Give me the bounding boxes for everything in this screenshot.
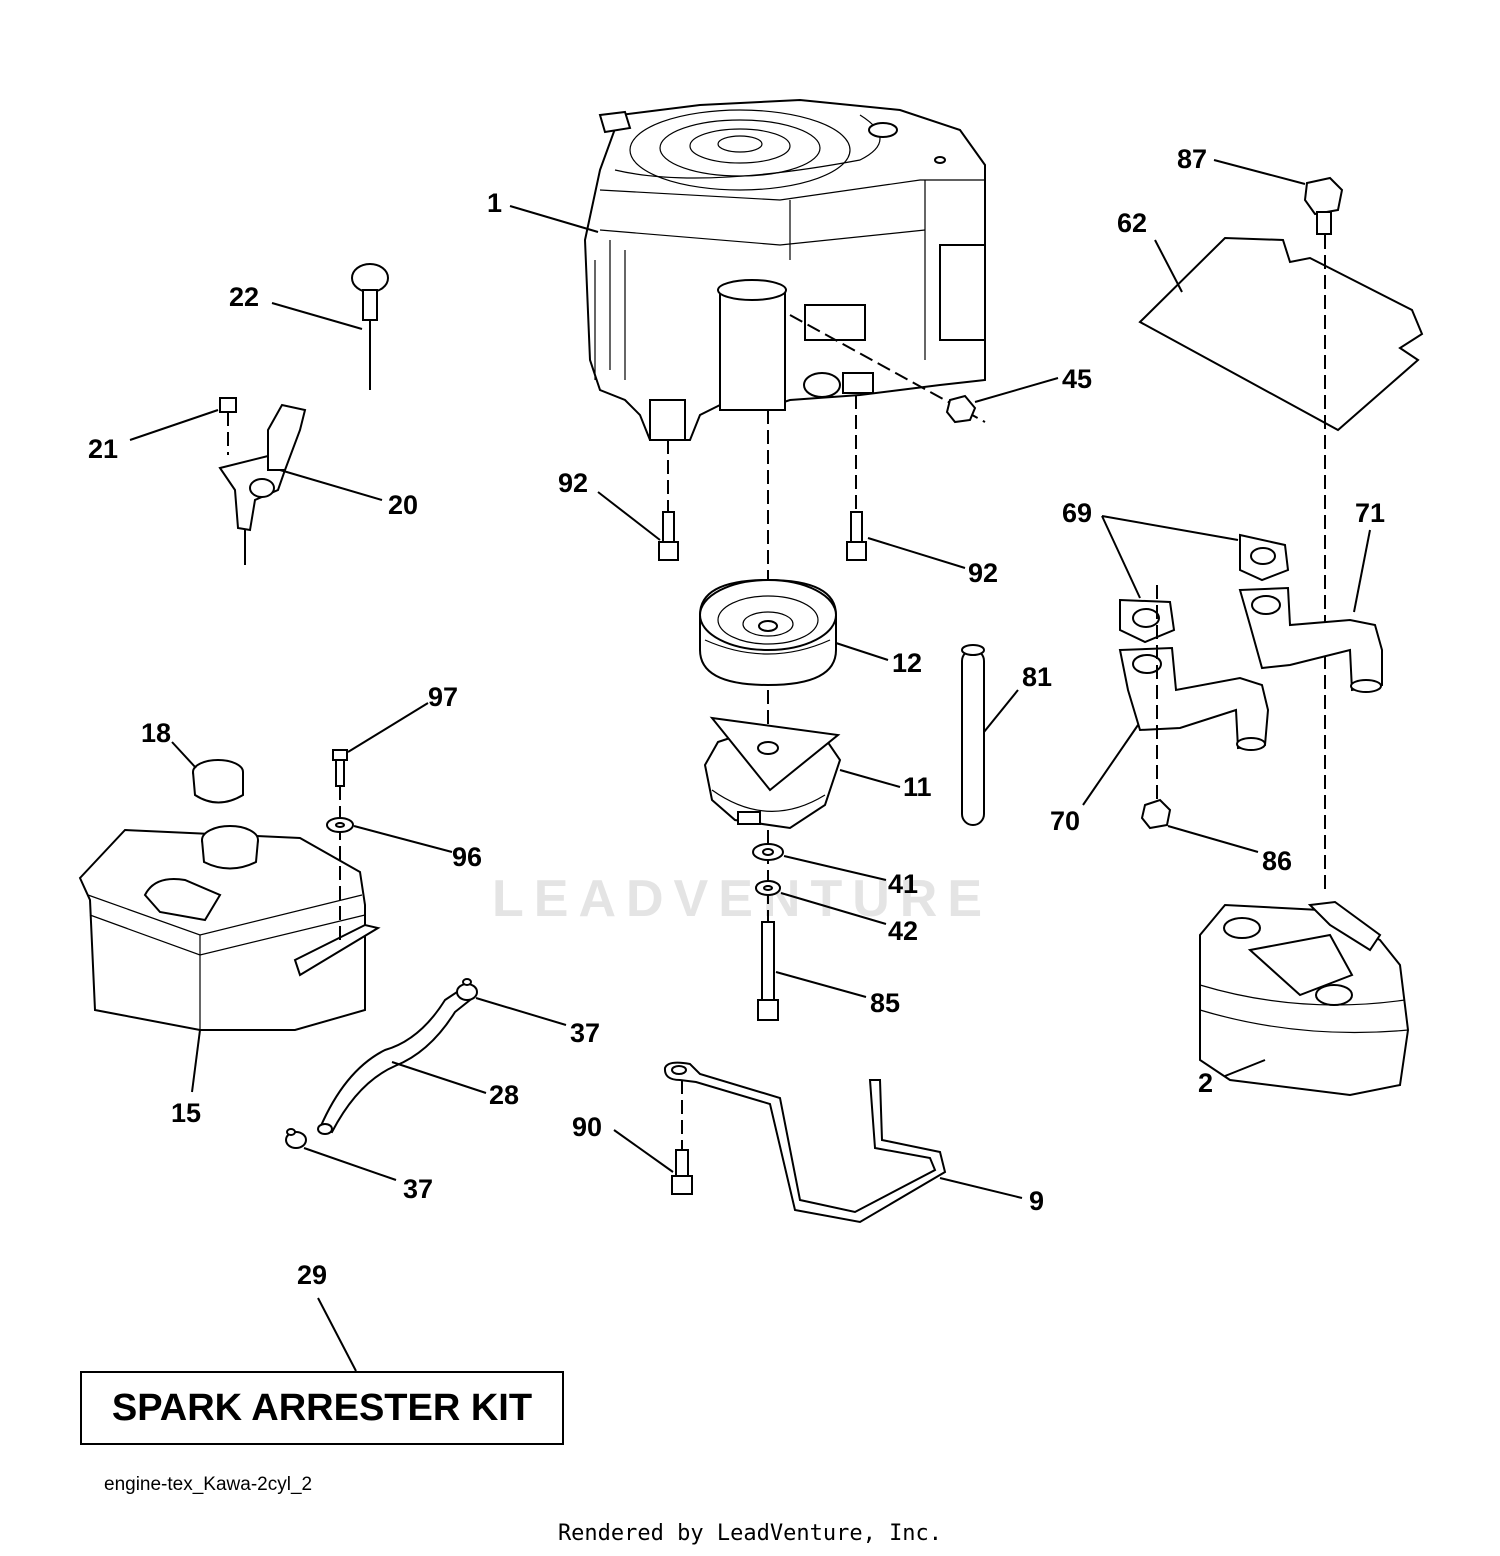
- callout-71: 71: [1355, 498, 1385, 528]
- callout-22: 22: [229, 282, 259, 312]
- rendered-by-footer: Rendered by LeadVenture, Inc.: [557, 1521, 943, 1546]
- muffler-drawing: [1199, 900, 1410, 1097]
- callout-2: 2: [1198, 1068, 1213, 1098]
- pulley-drawing: [699, 578, 837, 687]
- tube-drawing: [961, 644, 985, 826]
- callout-18: 18: [141, 718, 171, 748]
- clamp-bottom-drawing: [285, 1128, 307, 1149]
- callout-85: 85: [870, 988, 900, 1018]
- callout-15: 15: [171, 1098, 201, 1128]
- callout-90: 90: [572, 1112, 602, 1142]
- callout-70: 70: [1050, 806, 1080, 836]
- callout-21: 21: [88, 434, 118, 464]
- gasket-lower-drawing: [1119, 598, 1176, 644]
- callout-11: 11: [903, 772, 932, 802]
- spark-arrester-kit-box: SPARK ARRESTER KIT: [80, 1371, 564, 1445]
- locknut-86-drawing: [1140, 798, 1172, 830]
- clamp-top-drawing: [456, 978, 478, 1001]
- callout-28: 28: [489, 1080, 519, 1110]
- exhaust-pipe-left-drawing: [1118, 646, 1270, 751]
- bolt-90-drawing: [671, 1149, 693, 1195]
- watermark: LEADVENTURE: [492, 870, 992, 928]
- bolt-85-drawing: [757, 921, 779, 1021]
- callout-92-right: 92: [968, 558, 998, 588]
- callout-87: 87: [1177, 144, 1207, 174]
- knob-22-drawing: [351, 263, 389, 390]
- callout-45: 45: [1062, 364, 1092, 394]
- callout-12: 12: [892, 648, 922, 678]
- callout-1: 1: [487, 188, 502, 218]
- bolt-97-drawing: [332, 749, 348, 787]
- spark-arrester-kit-label: SPARK ARRESTER KIT: [111, 1386, 533, 1429]
- rod-drawing: [663, 1061, 947, 1224]
- callout-92-left: 92: [558, 468, 588, 498]
- bolt-92-right-drawing: [846, 511, 867, 561]
- callout-9: 9: [1029, 1186, 1044, 1216]
- callout-62: 62: [1117, 208, 1147, 238]
- callout-37-top: 37: [570, 1018, 600, 1048]
- callout-86: 86: [1262, 846, 1292, 876]
- callout-29: 29: [297, 1260, 327, 1290]
- callout-37-bottom: 37: [403, 1174, 433, 1204]
- callout-42: 42: [888, 916, 918, 946]
- callout-41: 41: [888, 869, 918, 899]
- clutch-drawing: [703, 716, 842, 830]
- callout-96: 96: [452, 842, 482, 872]
- heat-shield-drawing: [1138, 236, 1424, 432]
- throttle-control-drawing: [218, 397, 307, 565]
- fuel-tank-drawing: [78, 825, 381, 1031]
- bolt-87-drawing: [1303, 176, 1344, 235]
- engine-drawing: [583, 98, 986, 441]
- bolt-92-left-drawing: [658, 511, 679, 561]
- callout-20: 20: [388, 490, 418, 520]
- nut-45-drawing: [945, 394, 977, 424]
- callout-69: 69: [1062, 498, 1092, 528]
- diagram-id: engine-tex_Kawa-2cyl_2: [104, 1474, 313, 1495]
- callout-81: 81: [1022, 662, 1052, 692]
- fuel-cap-drawing: [192, 759, 244, 804]
- callout-97: 97: [428, 682, 458, 712]
- gasket-upper-drawing: [1239, 533, 1290, 582]
- exhaust-pipe-right-drawing: [1238, 586, 1383, 693]
